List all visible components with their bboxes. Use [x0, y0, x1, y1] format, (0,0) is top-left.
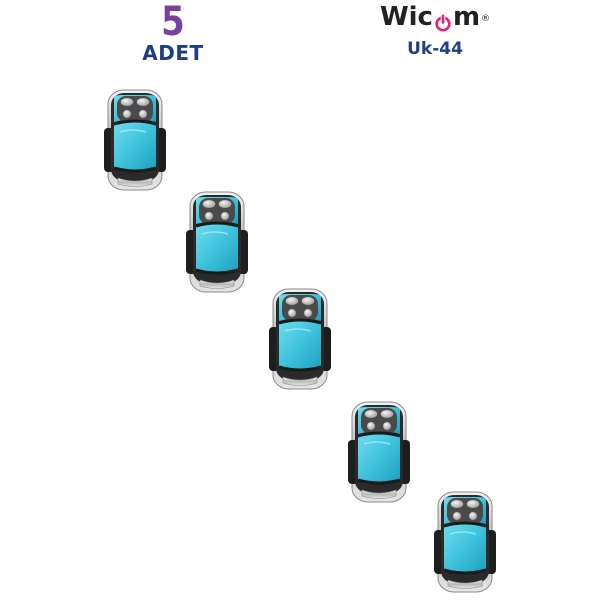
remote-control-2 [184, 190, 250, 294]
remote-control-3 [267, 287, 333, 391]
quantity-label: ADET [142, 41, 204, 65]
remote-control-1 [102, 88, 168, 192]
brand-name-end: m [452, 2, 481, 32]
brand-block: Wic m ® Uk-44 [370, 0, 500, 59]
remote-control-5 [432, 490, 498, 594]
brand-logo: Wic m ® [370, 0, 500, 34]
remote-control-4 [346, 400, 412, 504]
brand-name-start: Wic [379, 2, 433, 32]
quantity-badge: 5 ADET [128, 2, 218, 63]
registered-mark: ® [481, 14, 491, 24]
power-icon [434, 9, 452, 32]
model-name: Uk-44 [407, 39, 463, 59]
quantity-number: 5 [161, 0, 185, 45]
